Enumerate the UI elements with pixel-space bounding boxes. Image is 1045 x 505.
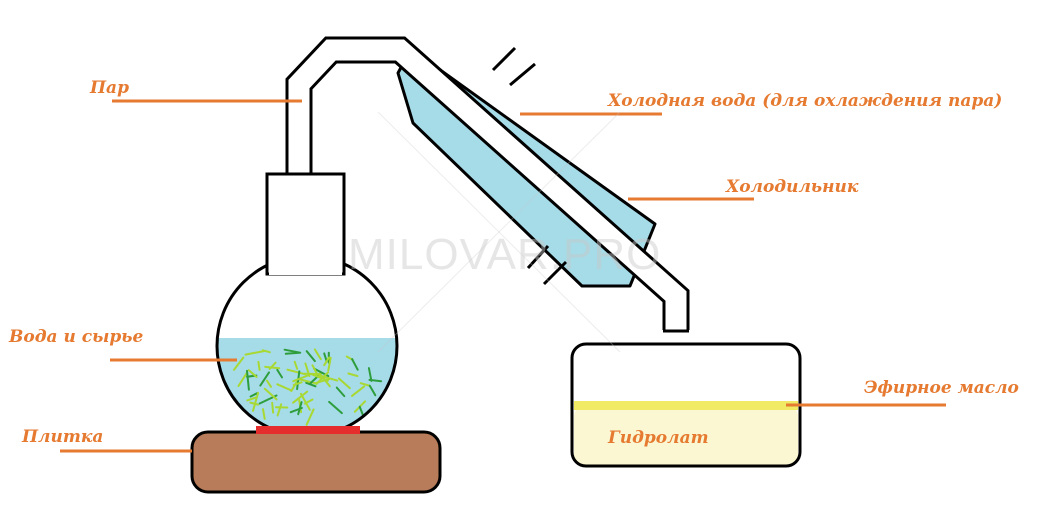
herb-stroke (305, 350, 316, 363)
herb-stroke (261, 349, 271, 354)
herb-stroke (264, 365, 281, 370)
herbs (233, 348, 383, 426)
herb-stroke (246, 369, 250, 391)
herb-stroke (271, 401, 275, 414)
label-water-and-raw: Вода и сырье (9, 327, 144, 347)
herb-stroke (262, 408, 266, 420)
herb-stroke (335, 386, 346, 398)
water-port-bottom-1 (526, 244, 550, 270)
herb-stroke (286, 368, 306, 376)
herb-stroke (263, 387, 278, 401)
herb-stroke (266, 379, 272, 388)
herb-stroke (304, 362, 311, 377)
oil-layer (574, 401, 798, 410)
herb-stroke (276, 368, 283, 379)
herb-stroke (237, 372, 248, 387)
label-stove: Плитка (22, 427, 104, 447)
label-steam: Пар (90, 78, 129, 98)
herb-stroke (233, 356, 245, 371)
herb-stroke (351, 358, 359, 371)
label-essential-oil: Эфирное масло (864, 378, 1019, 398)
water-port-top-1 (491, 46, 517, 72)
herb-stroke (315, 371, 330, 385)
herb-stroke (368, 378, 383, 383)
herb-stroke (289, 407, 303, 414)
herb-stroke (359, 382, 371, 387)
herb-stroke (244, 350, 265, 356)
water-port-bottom-2 (542, 260, 568, 286)
herb-stroke (337, 377, 351, 390)
herb-stroke (305, 408, 315, 426)
herb-stroke (252, 391, 260, 412)
herb-stroke (327, 356, 332, 372)
water-port-top-2 (509, 62, 536, 87)
herb-stroke (313, 348, 322, 361)
herb-stroke (276, 383, 293, 392)
herb-stroke (249, 392, 259, 398)
herb-stroke (283, 348, 302, 354)
stove-body (190, 430, 442, 494)
herb-stroke (318, 374, 339, 382)
herb-stroke (276, 403, 283, 417)
heater-element (256, 426, 360, 434)
hydrolate-liquid (574, 406, 798, 465)
label-hydrolate: Гидролат (608, 428, 709, 448)
herb-stroke (347, 372, 359, 378)
herb-stroke (292, 374, 309, 383)
herb-stroke (292, 390, 309, 404)
flask (215, 172, 399, 438)
herb-stroke (328, 400, 343, 415)
herb-stroke (367, 367, 373, 382)
label-condenser: Холодильник (726, 177, 859, 197)
herb-stroke (323, 356, 330, 367)
stove (190, 426, 442, 494)
herb-stroke (257, 360, 261, 371)
herb-stroke (305, 381, 317, 388)
herb-stroke (351, 385, 366, 397)
herb-stroke (247, 369, 258, 378)
label-cold-water: Холодная вода (для охлаждения пара) (608, 91, 1003, 111)
herb-stroke (293, 360, 299, 370)
herb-stroke (368, 384, 377, 397)
flask-neck (265, 172, 346, 276)
leader-lines (60, 99, 946, 453)
herb-stroke (311, 364, 318, 375)
watermark-lines (377, 111, 621, 353)
herb-stroke (246, 396, 258, 402)
herb-stroke (292, 381, 303, 386)
watermark: MILOVAR.PRO (348, 230, 662, 279)
herb-stroke (259, 371, 270, 387)
